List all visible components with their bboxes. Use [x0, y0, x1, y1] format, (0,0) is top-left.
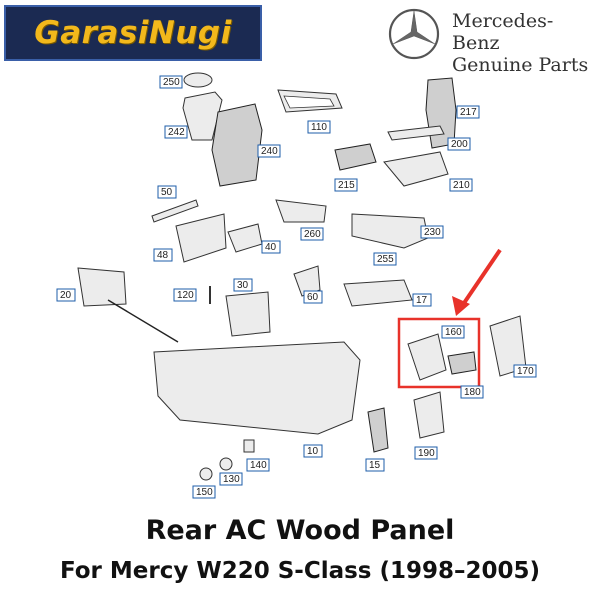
- part-48-trim: [175, 213, 227, 263]
- svg-text:240: 240: [261, 146, 278, 157]
- part-15-lever: [367, 407, 389, 453]
- svg-text:170: 170: [517, 366, 534, 377]
- svg-text:40: 40: [265, 242, 277, 253]
- part-40-trim: [227, 223, 263, 253]
- brand-logo: GarasiNugi: [4, 5, 262, 61]
- callout-10: 10: [303, 444, 323, 458]
- svg-text:260: 260: [304, 229, 321, 240]
- callout-255: 255: [373, 252, 397, 266]
- svg-text:120: 120: [177, 290, 194, 301]
- part-10-center-console: [153, 341, 361, 435]
- svg-text:17: 17: [416, 295, 428, 306]
- svg-text:217: 217: [460, 107, 477, 118]
- callout-150: 150: [192, 485, 216, 499]
- svg-text:50: 50: [161, 187, 173, 198]
- svg-text:160: 160: [445, 327, 462, 338]
- callout-260: 260: [300, 227, 324, 241]
- part-242-cupholder: [182, 91, 223, 141]
- callout-50: 50: [157, 185, 177, 199]
- genuine-parts-label: Genuine Parts: [452, 54, 589, 76]
- exploded-parts-diagram: 250 242 240 110 217 200 215 210 50 48 40…: [56, 72, 537, 499]
- part-50-strip: [151, 199, 199, 223]
- svg-text:140: 140: [250, 460, 267, 471]
- product-title: Rear AC Wood Panel: [145, 515, 455, 546]
- svg-text:130: 130: [223, 474, 240, 485]
- callout-30: 30: [233, 278, 253, 292]
- svg-text:20: 20: [60, 290, 72, 301]
- svg-text:215: 215: [338, 180, 355, 191]
- part-150-cap: [199, 467, 213, 481]
- svg-text:230: 230: [424, 227, 441, 238]
- svg-text:255: 255: [377, 254, 394, 265]
- svg-text:210: 210: [453, 180, 470, 191]
- callout-140: 140: [246, 458, 270, 472]
- svg-text:48: 48: [157, 250, 169, 261]
- svg-text:190: 190: [418, 448, 435, 459]
- callout-130: 130: [219, 472, 243, 486]
- callout-40: 40: [261, 240, 281, 254]
- part-110-frame-inner: [283, 95, 335, 109]
- callout-20: 20: [56, 288, 76, 302]
- svg-text:250: 250: [163, 77, 180, 88]
- highlight-box: [397, 317, 481, 389]
- part-30-bracket: [225, 291, 271, 337]
- callout-170: 170: [513, 364, 537, 378]
- highlight-arrow-shaft: [460, 248, 502, 308]
- callout-200: 200: [447, 137, 471, 151]
- svg-text:30: 30: [237, 280, 249, 291]
- callout-48: 48: [153, 248, 173, 262]
- part-140-clip: [243, 439, 255, 453]
- highlight-arrow-head: [452, 296, 470, 316]
- part-250-cover: [183, 72, 213, 88]
- part-260-tray: [275, 199, 327, 223]
- callout-217: 217: [456, 105, 480, 119]
- part-130-plug: [219, 457, 233, 471]
- callout-60: 60: [303, 290, 323, 304]
- part-17-box: [343, 279, 413, 307]
- callout-230: 230: [420, 225, 444, 239]
- callout-15: 15: [365, 458, 385, 472]
- part-190-cover: [413, 391, 445, 439]
- part-160-rear-ac-wood-panel: [407, 333, 447, 381]
- part-215-switch-unit: [334, 143, 377, 171]
- callout-242: 242: [164, 125, 188, 139]
- callout-240: 240: [257, 144, 281, 158]
- callout-250: 250: [159, 75, 183, 89]
- brand-logo-text: GarasiNugi: [34, 15, 232, 51]
- part-230-console-base: [351, 213, 429, 249]
- callout-17: 17: [412, 293, 432, 307]
- svg-text:200: 200: [451, 139, 468, 150]
- svg-text:150: 150: [196, 487, 213, 498]
- part-20-bin: [77, 267, 127, 307]
- part-160-vent: [447, 351, 477, 375]
- mercedes-star-icon: [388, 8, 440, 60]
- callout-180: 180: [460, 385, 484, 399]
- svg-text:10: 10: [307, 446, 319, 457]
- mercedes-brand-name: Mercedes-Benz: [452, 10, 554, 54]
- svg-text:242: 242: [168, 127, 185, 138]
- callout-215: 215: [334, 178, 358, 192]
- mercedes-genuine-parts: Mercedes-Benz Genuine Parts: [452, 10, 600, 76]
- part-210-panel: [383, 151, 449, 187]
- svg-text:110: 110: [311, 122, 327, 133]
- callout-110: 110: [307, 120, 331, 134]
- part-60-clip: [293, 265, 321, 297]
- svg-text:60: 60: [307, 292, 319, 303]
- callout-210: 210: [449, 178, 473, 192]
- callout-120: 120: [173, 288, 197, 302]
- part-200-trim-strip: [387, 125, 445, 141]
- part-240-holder-assembly: [211, 103, 263, 187]
- svg-text:180: 180: [464, 387, 481, 398]
- callout-160: 160: [441, 325, 465, 339]
- leader-arrow-20: [107, 299, 179, 343]
- svg-text:15: 15: [369, 460, 381, 471]
- product-subtitle: For Mercy W220 S-Class (1998–2005): [59, 558, 541, 584]
- callout-190: 190: [414, 446, 438, 460]
